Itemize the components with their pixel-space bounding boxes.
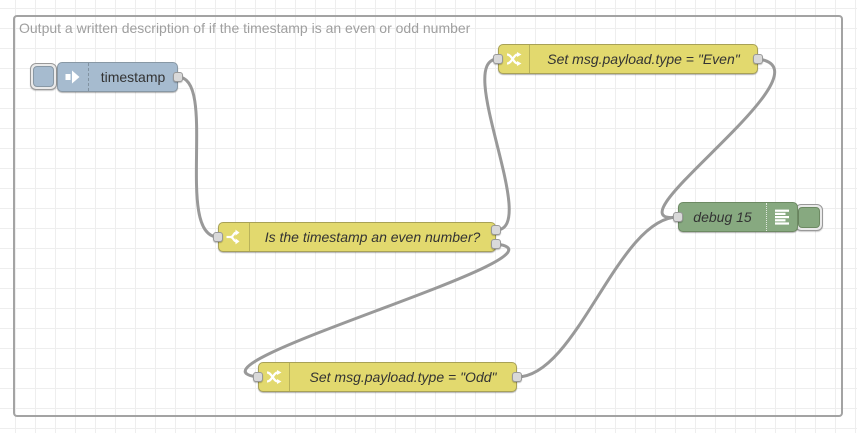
- output-port[interactable]: [512, 372, 522, 382]
- wire-change-odd-to-debug[interactable]: [515, 215, 680, 379]
- inject-arrow-icon: [58, 63, 89, 91]
- node-label: timestamp: [100, 69, 166, 85]
- group-label: Output a written description of if the t…: [19, 20, 471, 36]
- node-debug-15[interactable]: debug 15: [678, 202, 798, 232]
- output-port-2[interactable]: [491, 239, 501, 249]
- wire-inject-to-switch[interactable]: [176, 75, 220, 239]
- wire-switch-out2-to-change-odd[interactable]: [244, 242, 510, 379]
- debug-toggle-button-face: [798, 207, 820, 228]
- change-shuffle-icon: [499, 45, 530, 73]
- debug-output-icon: [766, 203, 797, 231]
- flow-group[interactable]: Output a written description of if the t…: [13, 15, 843, 417]
- node-label: debug 15: [693, 209, 752, 225]
- debug-toggle-button[interactable]: [795, 204, 823, 231]
- input-port[interactable]: [253, 372, 263, 382]
- node-label: Set msg.payload.type = "Odd": [309, 369, 497, 385]
- input-port[interactable]: [493, 54, 503, 64]
- output-port[interactable]: [753, 54, 763, 64]
- switch-fork-icon: [219, 223, 250, 251]
- node-switch-even-check[interactable]: Is the timestamp an even number?: [218, 222, 496, 252]
- input-port[interactable]: [673, 212, 683, 222]
- node-change-set-odd[interactable]: Set msg.payload.type = "Odd": [258, 362, 517, 392]
- output-port-1[interactable]: [491, 225, 501, 235]
- node-change-set-even[interactable]: Set msg.payload.type = "Even": [498, 44, 758, 74]
- node-label: Is the timestamp an even number?: [264, 229, 481, 245]
- output-port[interactable]: [173, 72, 183, 82]
- change-shuffle-icon: [259, 363, 290, 391]
- input-port[interactable]: [213, 232, 223, 242]
- inject-trigger-button-face: [33, 66, 54, 87]
- node-label: Set msg.payload.type = "Even": [547, 51, 740, 67]
- wire-switch-out1-to-change-even[interactable]: [483, 57, 511, 232]
- wire-change-even-to-debug[interactable]: [660, 57, 777, 219]
- inject-trigger-button[interactable]: [30, 63, 57, 90]
- node-inject-timestamp[interactable]: timestamp: [57, 62, 178, 92]
